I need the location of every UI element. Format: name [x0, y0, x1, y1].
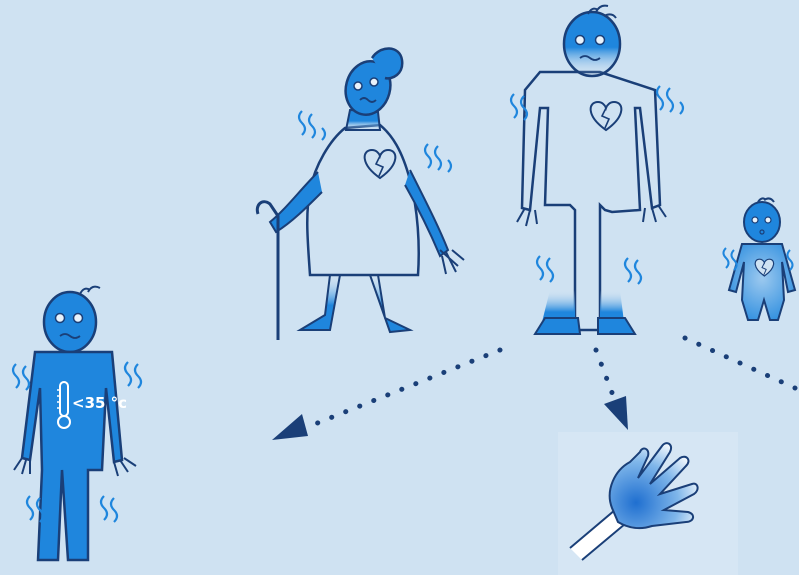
old-woman-leg-right [370, 275, 410, 332]
figure-tall-man [511, 6, 683, 334]
arrow-right-dotted-line [685, 338, 795, 388]
shiver-mark-icon [625, 258, 641, 284]
shiver-mark-icon [657, 86, 683, 114]
old-woman-eye-right [370, 78, 378, 86]
shiver-mark-icon [299, 111, 325, 140]
shiver-mark-icon [537, 256, 553, 282]
figure-man-with-thermometer: <35 °c [13, 287, 141, 560]
arrow-down-head [604, 396, 628, 430]
shiver-mark-icon [125, 362, 141, 388]
thermometer-label: <35 °c [72, 394, 127, 412]
tall-man-hand-left [517, 208, 537, 226]
cold-hand-icon [558, 432, 738, 575]
tall-man-head [564, 12, 620, 76]
child-eye-left [752, 217, 758, 223]
thermo-man-eye-left [56, 314, 65, 323]
thermo-man-head [44, 292, 96, 352]
tall-man-eye-left [576, 36, 585, 45]
arrow-icon [596, 350, 628, 430]
thermo-man-eye-right [74, 314, 83, 323]
tall-man-eye-right [596, 36, 605, 45]
child-head [744, 202, 780, 242]
old-woman-dress [307, 125, 418, 275]
old-woman-hand-right [440, 250, 464, 274]
child-body [729, 244, 795, 320]
shiver-mark-icon [13, 364, 29, 390]
thermo-man-body [22, 352, 122, 560]
arrow-left-head [272, 414, 308, 440]
tall-man-foot-right [598, 318, 635, 334]
child-eye-right [765, 217, 771, 223]
thermo-man-hair [80, 287, 100, 294]
arrow-icon [685, 338, 795, 388]
old-woman-leg-left [300, 275, 340, 330]
figure-small-child [724, 198, 796, 320]
old-woman-eye-left [354, 82, 362, 90]
shiver-mark-icon [101, 496, 117, 522]
arrow-left-dotted-line [305, 350, 500, 428]
figure-old-woman [257, 48, 464, 340]
tall-man-foot-left [535, 318, 580, 334]
arrow-down-dotted-line [596, 350, 614, 398]
shiver-mark-icon [425, 144, 451, 172]
arrow-icon [272, 350, 500, 440]
